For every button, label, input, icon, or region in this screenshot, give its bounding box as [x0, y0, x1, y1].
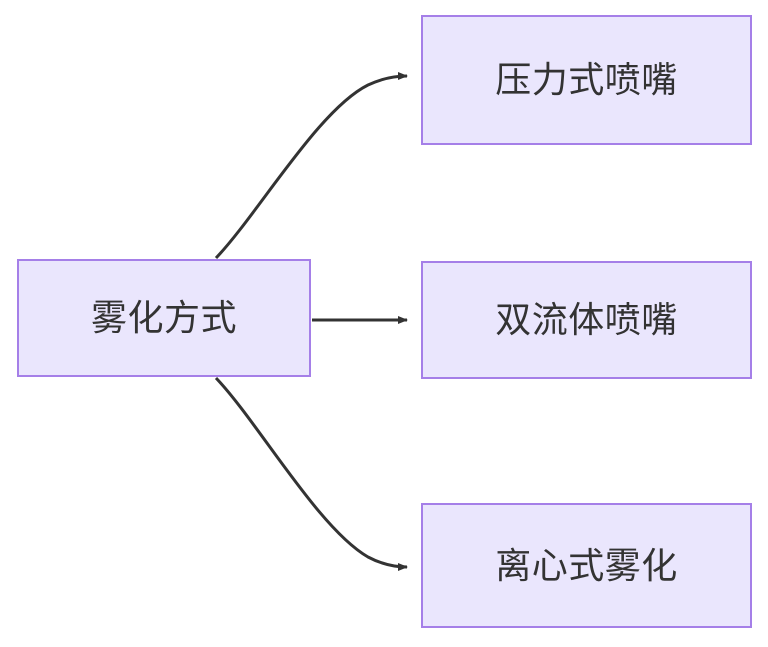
node-pressure-nozzle-label: 压力式喷嘴 — [495, 59, 678, 101]
node-centrifugal-atomization-label: 离心式雾化 — [495, 544, 678, 586]
edge-root-to-pressure-nozzle — [214, 72, 408, 260]
node-pressure-nozzle[interactable]: 压力式喷嘴 — [421, 15, 752, 145]
node-two-fluid-nozzle[interactable]: 双流体喷嘴 — [421, 261, 752, 379]
node-centrifugal-atomization[interactable]: 离心式雾化 — [421, 503, 752, 628]
node-root-label: 雾化方式 — [90, 297, 237, 339]
node-two-fluid-nozzle-label: 双流体喷嘴 — [495, 299, 678, 341]
node-root[interactable]: 雾化方式 — [17, 259, 311, 377]
edge-root-to-centrifugal-atomization — [214, 376, 408, 571]
